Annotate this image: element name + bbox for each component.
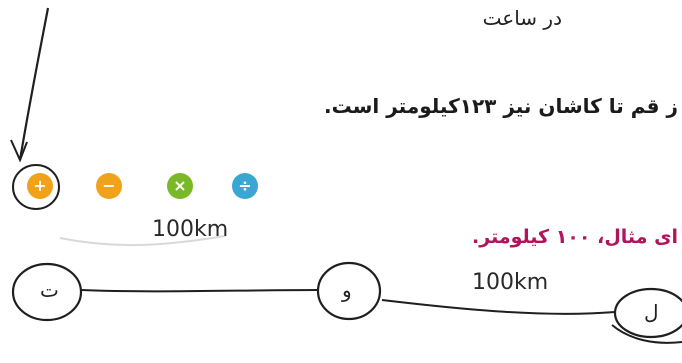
distance-label-2: 100km [472,270,549,295]
node-left-label: ت [40,278,59,302]
node-mid-label: و [342,278,352,302]
divide-icon[interactable]: ÷ [232,173,258,199]
edge-left-mid [80,289,319,293]
edge-mid-right [381,299,616,315]
faint-curve [59,235,226,247]
edge-right-tail [611,324,682,344]
multiply-icon[interactable]: × [167,173,193,199]
arrow-line [18,7,50,161]
plus-icon[interactable]: + [27,173,53,199]
node-left-circle [11,262,83,322]
text-line-2: ای مثال، ۱۰۰ کیلومتر. [472,226,678,248]
arrow-head [10,139,28,163]
node-right-label: ل [644,300,659,324]
distance-label-1: 100km [152,217,229,242]
handwritten-note-top: در ساعت [482,6,562,30]
plus-highlight-circle [12,164,60,210]
text-line-1: ز قم تا کاشان نیز ۱۲۳کیلومتر است. [323,94,678,118]
minus-icon[interactable]: − [96,173,122,199]
